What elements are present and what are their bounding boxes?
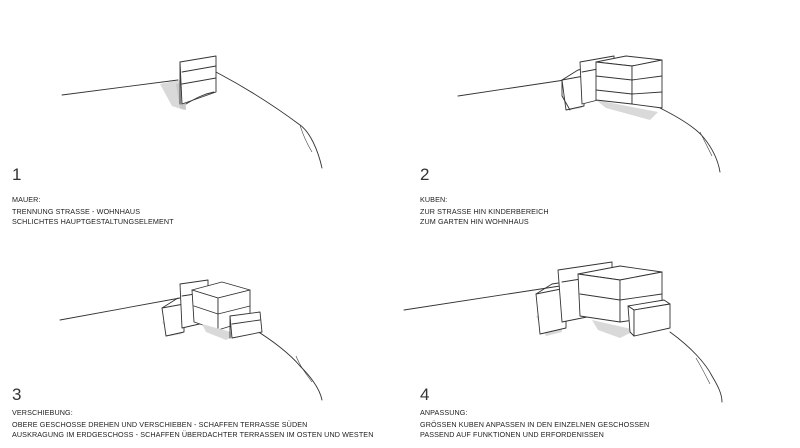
step-3-shifting-sketch <box>59 279 323 401</box>
step-1-caption: MAUER: TRENNUNG STRASSE - WOHNHAUS SCHLI… <box>12 195 174 228</box>
step-3-title: VERSCHIEBUNG: <box>12 408 73 417</box>
step-2-cubes-sketch <box>457 55 721 173</box>
step-2-title: KUBEN: <box>420 195 448 204</box>
step-3-line-1: OBERE GESCHOSSE DREHEN UND VERSCHIEBEN -… <box>12 419 308 429</box>
step-1-panel: 1 MAUER: TRENNUNG STRASSE - WOHNHAUS SCH… <box>0 0 400 226</box>
step-1-line-2: SCHLICHTES HAUPTGESTALTUNGSELEMENT <box>12 217 174 226</box>
step-3-number: 3 <box>12 385 22 404</box>
step-3-line-2: AUSKRAGUNG IM ERDGESCHOSS - SCHAFFEN ÜBE… <box>12 430 374 439</box>
step-2-line-2: ZUM GARTEN HIN WOHNHAUS <box>420 217 529 226</box>
step-4-title: ANPASSUNG: <box>420 408 468 417</box>
step-1-title: MAUER: <box>12 195 41 204</box>
step-4-caption: ANPASSUNG: GRÖSSEN KUBEN ANPASSEN IN DEN… <box>420 408 649 441</box>
step-4-panel: 4 ANPASSUNG: GRÖSSEN KUBEN ANPASSEN IN D… <box>400 224 800 448</box>
step-2-line-1: ZUR STRASSE HIN KINDERBEREICH <box>420 206 549 216</box>
step-4-line-2: PASSEND AUF FUNKTIONEN UND ERFORDENISSEN <box>420 430 604 439</box>
step-4-adjustment-sketch <box>403 261 723 403</box>
step-1-wall-sketch <box>61 55 323 169</box>
step-2-caption: KUBEN: ZUR STRASSE HIN KINDERBEREICH ZUM… <box>420 195 549 228</box>
step-4-line-1: GRÖSSEN KUBEN ANPASSEN IN DEN EINZELNEN … <box>420 419 650 429</box>
step-1-number: 1 <box>12 165 22 184</box>
step-2-panel: 2 KUBEN: ZUR STRASSE HIN KINDERBEREICH Z… <box>400 0 800 226</box>
step-1-line-1: TRENNUNG STRASSE - WOHNHAUS <box>12 206 141 216</box>
step-3-caption: VERSCHIEBUNG: OBERE GESCHOSSE DREHEN UND… <box>12 408 374 441</box>
step-3-panel: 3 VERSCHIEBUNG: OBERE GESCHOSSE DREHEN U… <box>0 224 400 448</box>
step-4-number: 4 <box>420 385 430 404</box>
step-2-number: 2 <box>420 165 430 184</box>
